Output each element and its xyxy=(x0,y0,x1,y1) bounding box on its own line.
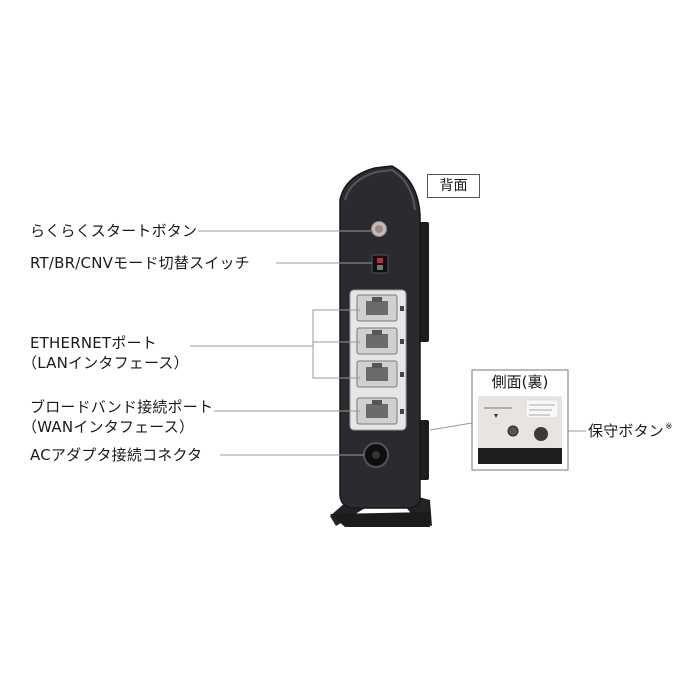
maintenance-button[interactable] xyxy=(507,425,519,437)
callout-ethernet-line1: ETHERNETポート xyxy=(30,334,157,352)
callout-ethernet-line2: （LANインタフェース） xyxy=(22,354,189,372)
side-view-arrow-icon xyxy=(494,414,498,418)
side-view-device-edge xyxy=(478,448,562,464)
port-led xyxy=(400,372,404,377)
side-view-screw-icon xyxy=(534,427,548,441)
mode-switch-slot xyxy=(377,265,383,270)
maintenance-button-text: 保守ボタン xyxy=(588,422,665,440)
leader-ethernet-bracket xyxy=(312,309,360,379)
callout-easy-start: らくらくスタートボタン xyxy=(30,222,198,240)
lan-port-3[interactable] xyxy=(356,360,398,388)
callout-maintenance-button: 保守ボタン※ xyxy=(588,421,673,441)
callout-ac-adapter: ACアダプタ接続コネクタ xyxy=(30,446,203,464)
callout-mode-switch: RT/BR/CNVモード切替スイッチ xyxy=(30,254,250,272)
ac-adapter-connector-pin xyxy=(372,451,380,459)
lan-port-1[interactable] xyxy=(356,294,398,322)
mode-switch[interactable] xyxy=(371,254,389,274)
callout-broadband-line2: （WANインタフェース） xyxy=(22,418,195,436)
port-led xyxy=(400,306,404,311)
lan-port-2[interactable] xyxy=(356,327,398,355)
side-view-label: 側面(裏) xyxy=(491,373,549,391)
leader-side-inset xyxy=(429,422,473,431)
port-led xyxy=(400,409,404,414)
back-view-label: 背面 xyxy=(427,174,480,198)
device-stand-base xyxy=(330,512,430,527)
device-top-highlight xyxy=(344,168,416,211)
wan-port[interactable] xyxy=(356,397,398,425)
port-led xyxy=(400,339,404,344)
port-panel xyxy=(349,289,407,431)
callout-broadband-line1: ブロードバンド接続ポート xyxy=(30,398,214,416)
mode-switch-knob xyxy=(377,258,383,263)
easy-start-button-inner xyxy=(375,225,383,233)
maintenance-note-mark: ※ xyxy=(665,422,673,432)
